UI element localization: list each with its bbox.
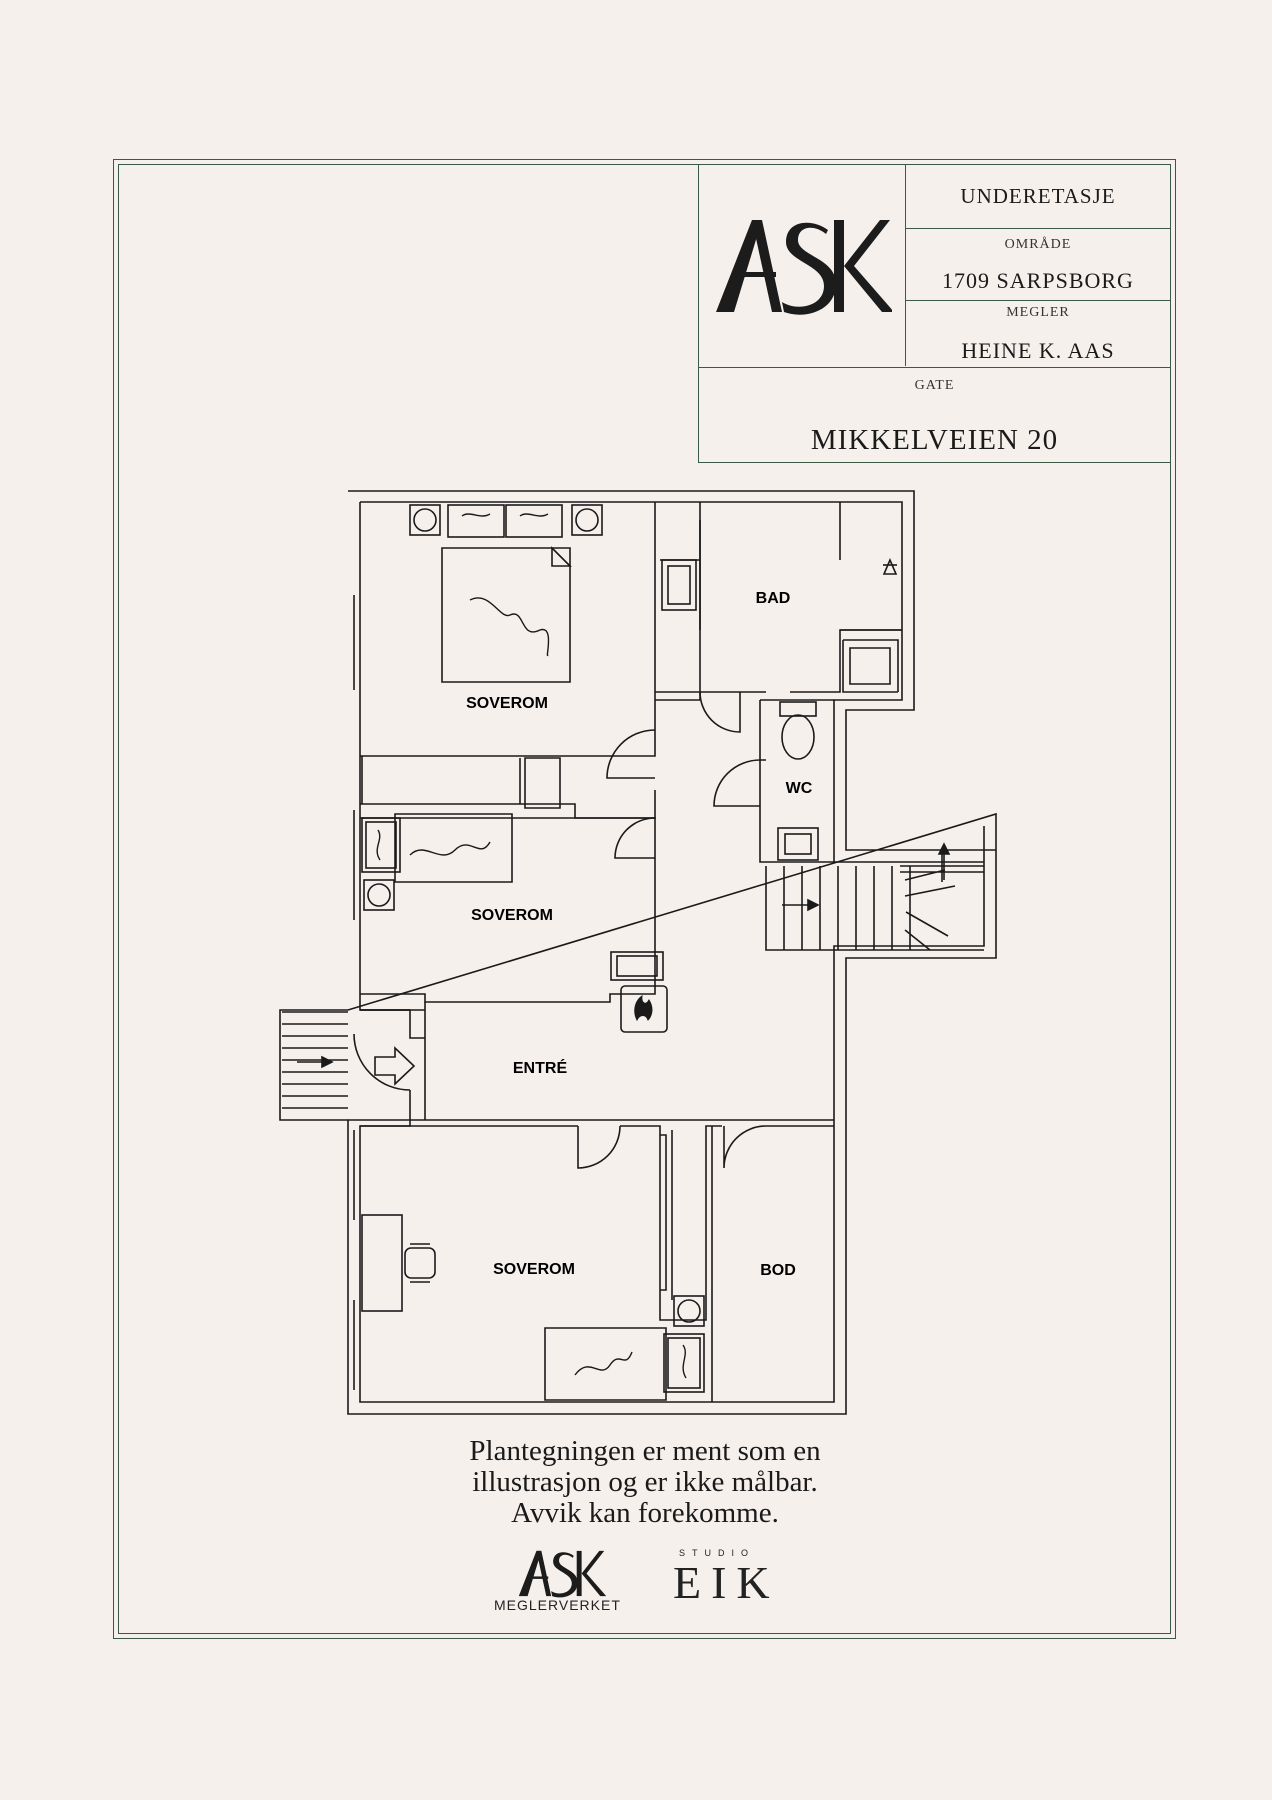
disclaimer-line-1: Plantegningen er ment som en (469, 1435, 821, 1467)
room-label-soverom-3: SOVEROM (493, 1261, 575, 1278)
title-block-mid-divider (905, 164, 906, 366)
disclaimer-line-3: Avvik kan forekomme. (511, 1497, 779, 1529)
stairs-right (765, 866, 984, 951)
broker-label: MEGLER (1006, 305, 1070, 320)
title-block-row1 (905, 228, 1171, 229)
ask-meglerverket-logo (518, 1550, 606, 1598)
room-label-soverom-1: SOVEROM (466, 695, 548, 712)
room-label-wc: WC (785, 780, 813, 797)
ask-logo (716, 220, 892, 315)
street-value: MIKKELVEIEN 20 (810, 424, 1059, 456)
bedroom2-walls (360, 817, 656, 1003)
outer-wall (279, 490, 997, 1415)
bath-walls (655, 502, 902, 693)
outer-frame (113, 159, 1176, 1639)
wc-walls (759, 699, 834, 863)
entrance-walls (348, 1002, 834, 1121)
inner-frame (118, 164, 1171, 1634)
title-block-row3 (698, 367, 1171, 368)
disclaimer: Plantegningen er ment som en illustrasjo… (380, 1436, 910, 1529)
title-block-row2 (905, 300, 1171, 301)
room-label-bad: BAD (755, 590, 791, 607)
room-label-entre: ENTRÉ (512, 1060, 568, 1077)
area-value: 1709 SARPSBORG (942, 268, 1134, 293)
stairs-left (282, 1011, 348, 1109)
eik-label: EIK (673, 1557, 780, 1608)
room-label-bod: BOD (760, 1262, 796, 1279)
studio-label: STUDIO (679, 1548, 756, 1558)
meglerverket-label: MEGLERVERKET (494, 1597, 621, 1613)
floor-label: UNDERETASJE (960, 184, 1116, 208)
title-block-bottom (698, 462, 1171, 463)
room-label-soverom-2: SOVEROM (471, 907, 553, 924)
broker-value: HEINE K. AAS (961, 338, 1115, 363)
bedroom1-walls (360, 502, 701, 819)
title-block-left-divider (698, 164, 699, 462)
area-label: OMRÅDE (1004, 237, 1072, 252)
street-label: GATE (914, 378, 955, 393)
disclaimer-line-2: illustrasjon og er ikke målbar. (472, 1466, 818, 1498)
